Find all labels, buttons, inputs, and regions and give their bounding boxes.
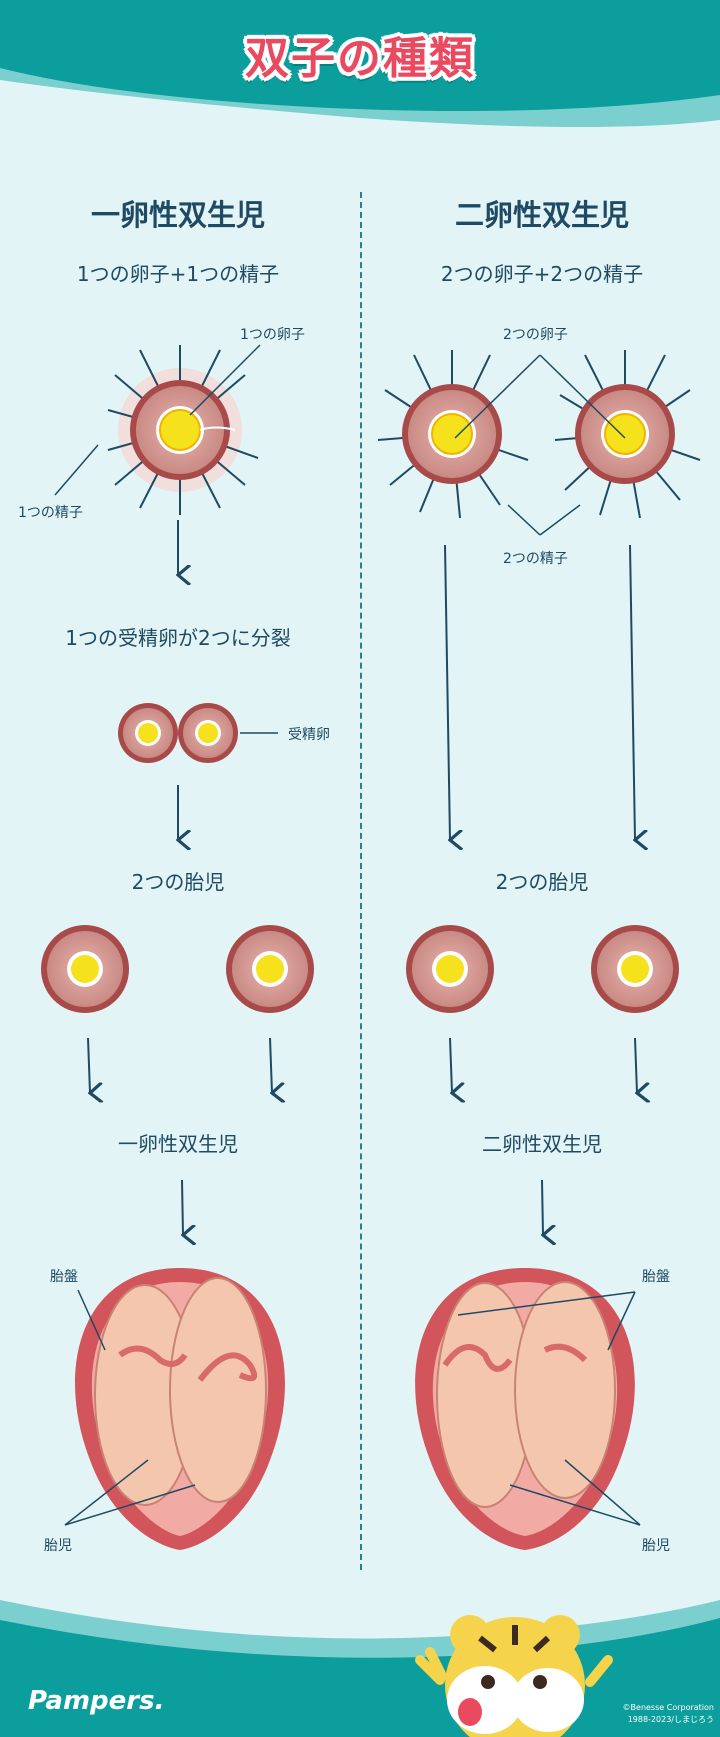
arrow-down-icon <box>634 1037 637 1093</box>
footer-wave <box>0 1600 720 1737</box>
left-egg-icon <box>107 345 259 515</box>
page-title: 双子の種類 <box>245 33 475 84</box>
left-uterus-icon <box>75 1268 285 1550</box>
arrow-down-icon <box>542 1179 543 1235</box>
footer-banner <box>0 1590 720 1737</box>
left-fetus-label: 胎児 <box>44 1538 72 1554</box>
dividing-egg-icon <box>118 703 238 763</box>
arrow-down-icon <box>182 1179 183 1235</box>
left-embryo-icons <box>41 925 314 1013</box>
left-division-text: 1つの受精卵が2つに分裂 <box>65 626 291 650</box>
left-egg-label: 1つの卵子 <box>240 327 305 343</box>
right-uterus-icon <box>415 1268 635 1550</box>
left-heading: 一卵性双生児 <box>90 198 265 232</box>
copyright: ©Benesse Corporation 1988-2023/しまじろう <box>623 1702 714 1726</box>
left-sperm-label: 1つの精子 <box>18 505 83 521</box>
right-heading: 二卵性双生児 <box>454 198 629 232</box>
right-embryos-text: 2つの胎児 <box>495 870 589 894</box>
right-egg-icons <box>377 350 701 519</box>
header-wave <box>0 0 720 128</box>
fertilized-egg-label: 受精卵 <box>288 727 330 743</box>
left-embryos-text: 2つの胎児 <box>131 870 225 894</box>
header-banner: 双子の種類 <box>0 0 720 150</box>
pampers-logo: Pampers. <box>28 1686 165 1716</box>
arrow-down-icon <box>629 544 635 840</box>
right-sperm-label: 2つの精子 <box>503 551 568 567</box>
arrow-down-icon <box>269 1037 272 1093</box>
tiger-mascot-icon <box>415 1615 613 1737</box>
right-result-text: 二卵性双生児 <box>482 1132 602 1156</box>
right-egg-label: 2つの卵子 <box>503 327 568 343</box>
arrow-down-icon <box>87 1037 90 1093</box>
column-divider <box>360 192 362 1570</box>
copyright-line-1: ©Benesse Corporation <box>622 1703 714 1712</box>
left-description: 1つの卵子+1つの精子 <box>76 262 280 286</box>
left-result-text: 一卵性双生児 <box>118 1132 238 1156</box>
left-placenta-label: 胎盤 <box>50 1269 78 1285</box>
copyright-line-2: 1988-2023/しまじろう <box>627 1715 714 1724</box>
arrow-down-icon <box>444 544 450 840</box>
right-embryo-icons <box>406 925 679 1013</box>
right-description: 2つの卵子+2つの精子 <box>440 262 644 286</box>
right-placenta-label: 胎盤 <box>642 1269 670 1285</box>
arrow-down-icon <box>449 1037 452 1093</box>
right-fetus-label: 胎児 <box>642 1538 670 1554</box>
